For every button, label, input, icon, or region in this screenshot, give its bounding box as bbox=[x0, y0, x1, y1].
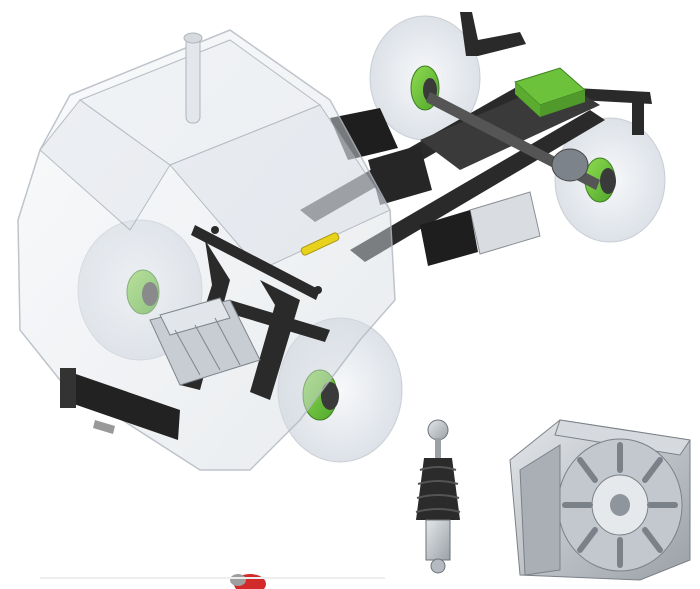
front-bumper bbox=[60, 368, 180, 440]
transparent-cab bbox=[17, 29, 396, 471]
electric-motor bbox=[509, 419, 691, 581]
gear-shift-lever bbox=[415, 419, 461, 574]
green-controller-box bbox=[514, 67, 586, 117]
engine-block bbox=[149, 297, 261, 386]
red-component bbox=[230, 574, 266, 589]
yellow-shaft bbox=[300, 232, 340, 256]
rear-axle bbox=[426, 92, 600, 190]
